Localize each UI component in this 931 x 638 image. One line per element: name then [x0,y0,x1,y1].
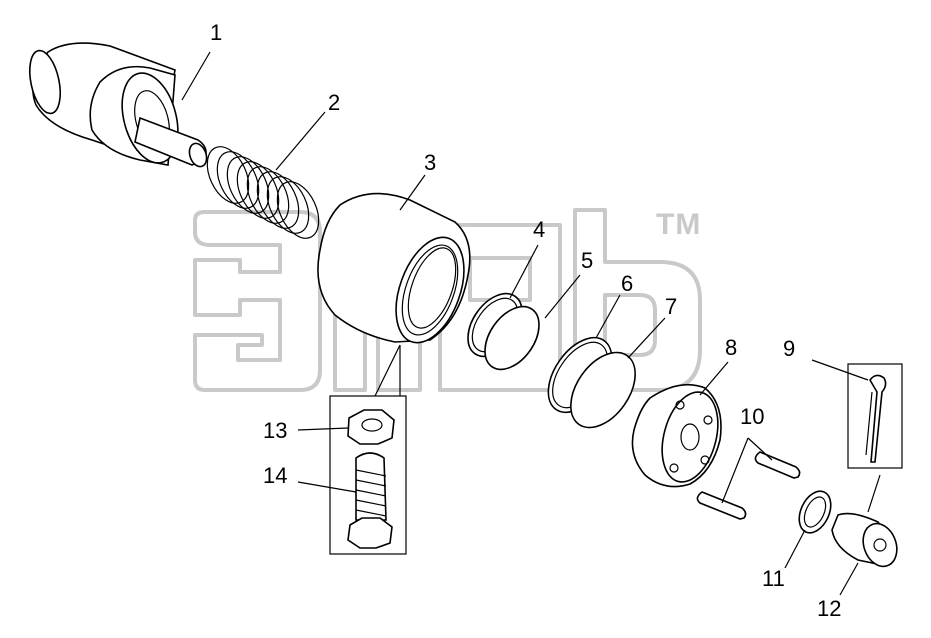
callout-13: 13 [263,418,288,443]
callout-12: 12 [817,596,842,621]
callout-6: 6 [621,271,634,296]
callout-9: 9 [783,336,796,361]
callout-4: 4 [533,217,546,242]
part-5-ring [484,305,540,371]
callout-8: 8 [725,335,738,360]
callout-3: 3 [424,150,437,175]
part-1-roller [28,42,208,168]
callout-1: 1 [210,20,223,45]
part-2-spring [206,146,320,239]
part-13-hex-nut [347,409,395,445]
part-12-castle-nut [831,512,898,568]
leader-lines [181,51,881,596]
part-8-disc [631,383,722,488]
watermark-tm: TM [656,208,702,241]
part-10-pins [696,451,801,520]
part-9-cotter-pin [865,374,887,463]
part-14-bolt [347,452,393,549]
part-11-washer [798,490,832,534]
callout-11: 11 [762,566,785,591]
callout-14: 14 [263,463,288,488]
part-3-sleeve [317,192,471,344]
callout-5: 5 [581,248,594,273]
callout-7: 7 [665,294,678,319]
part-7-ring [570,351,636,429]
callout-10: 10 [740,404,765,429]
part-9-box [847,363,903,469]
parts-13-14-box [329,395,407,555]
callout-2: 2 [328,90,341,115]
